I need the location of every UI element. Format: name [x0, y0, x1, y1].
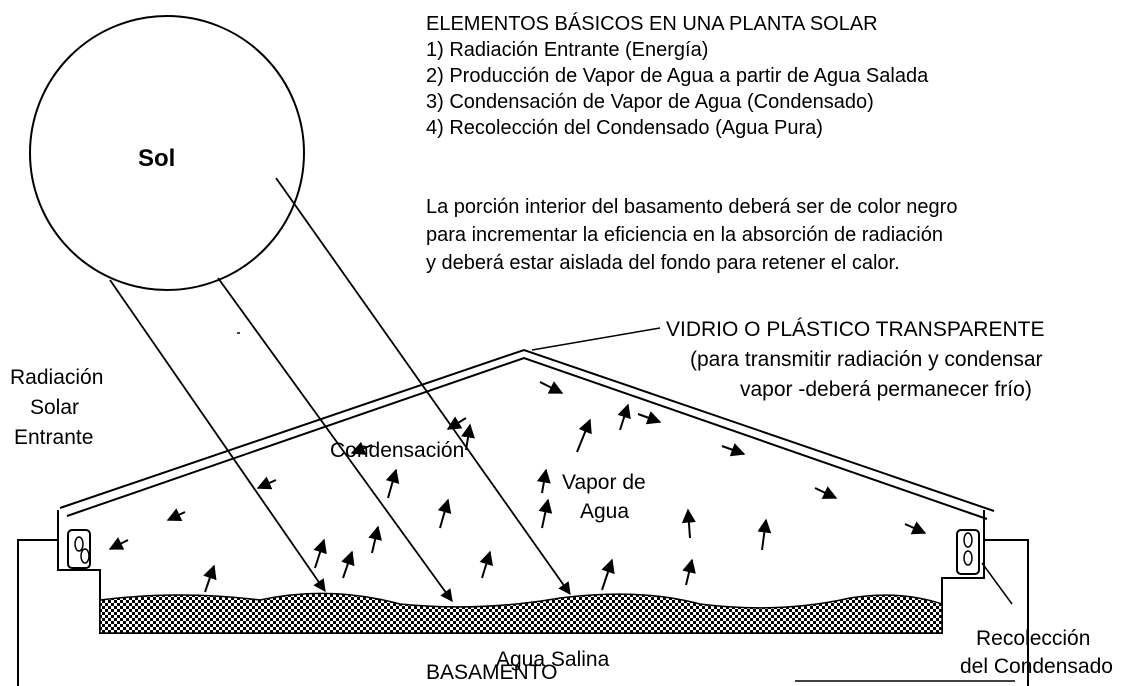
collection-label-line-2: del Condensado	[960, 655, 1113, 678]
radiation-label: Radiación Solar Entrante	[10, 366, 103, 449]
heading-item-1: 1) Radiación Entrante (Energía)	[426, 39, 708, 61]
vapor-label-line-2: Agua	[580, 500, 629, 523]
collection-droplets	[74, 532, 973, 566]
heading-item-4: 4) Recolección del Condensado (Agua Pura…	[426, 117, 823, 139]
radiation-rays	[109, 177, 571, 603]
base-label: BASAMENTO	[426, 661, 557, 684]
note-block: La porción interior del basamento deberá…	[426, 196, 957, 274]
note-line-1: La porción interior del basamento deberá…	[426, 196, 957, 218]
saline-label: Agua Salina	[496, 648, 610, 671]
heading-item-3: 3) Condensación de Vapor de Agua (Conden…	[426, 91, 874, 113]
radiation-label-line-3: Entrante	[14, 426, 93, 449]
heading-title: ELEMENTOS BÁSICOS EN UNA PLANTA SOLAR	[426, 12, 878, 35]
heading-item-2: 2) Producción de Vapor de Agua a partir …	[426, 65, 929, 87]
condensation-label: Condensación	[330, 439, 464, 462]
sun-circle	[29, 15, 305, 291]
leader-lines	[237, 327, 1015, 682]
glass-label: VIDRIO O PLÁSTICO TRANSPARENTE (para tra…	[666, 318, 1044, 401]
glass-note-line-1: (para transmitir radiación y condensar	[690, 348, 1043, 371]
vapor-label-line-1: Vapor de	[562, 471, 646, 494]
radiation-label-line-2: Solar	[30, 396, 79, 419]
saline-label-box	[489, 643, 631, 673]
note-line-2: para incrementar la eficiencia en la abs…	[426, 224, 943, 246]
vapor-arrows	[203, 403, 772, 593]
glass-cover	[59, 348, 995, 520]
heading-block: ELEMENTOS BÁSICOS EN UNA PLANTA SOLAR 1)…	[426, 12, 929, 139]
saline-water	[99, 592, 943, 634]
radiation-label-line-1: Radiación	[10, 366, 103, 389]
glass-note-line-2: vapor -deberá permanecer frío)	[740, 378, 1032, 401]
glass-title: VIDRIO O PLÁSTICO TRANSPARENTE	[666, 318, 1044, 341]
sun-label: Sol	[138, 145, 175, 172]
condensation-arrows	[108, 381, 927, 550]
note-line-3: y deberá estar aislada del fondo para re…	[426, 252, 900, 274]
collection-label-line-1: Recolección	[976, 627, 1090, 650]
